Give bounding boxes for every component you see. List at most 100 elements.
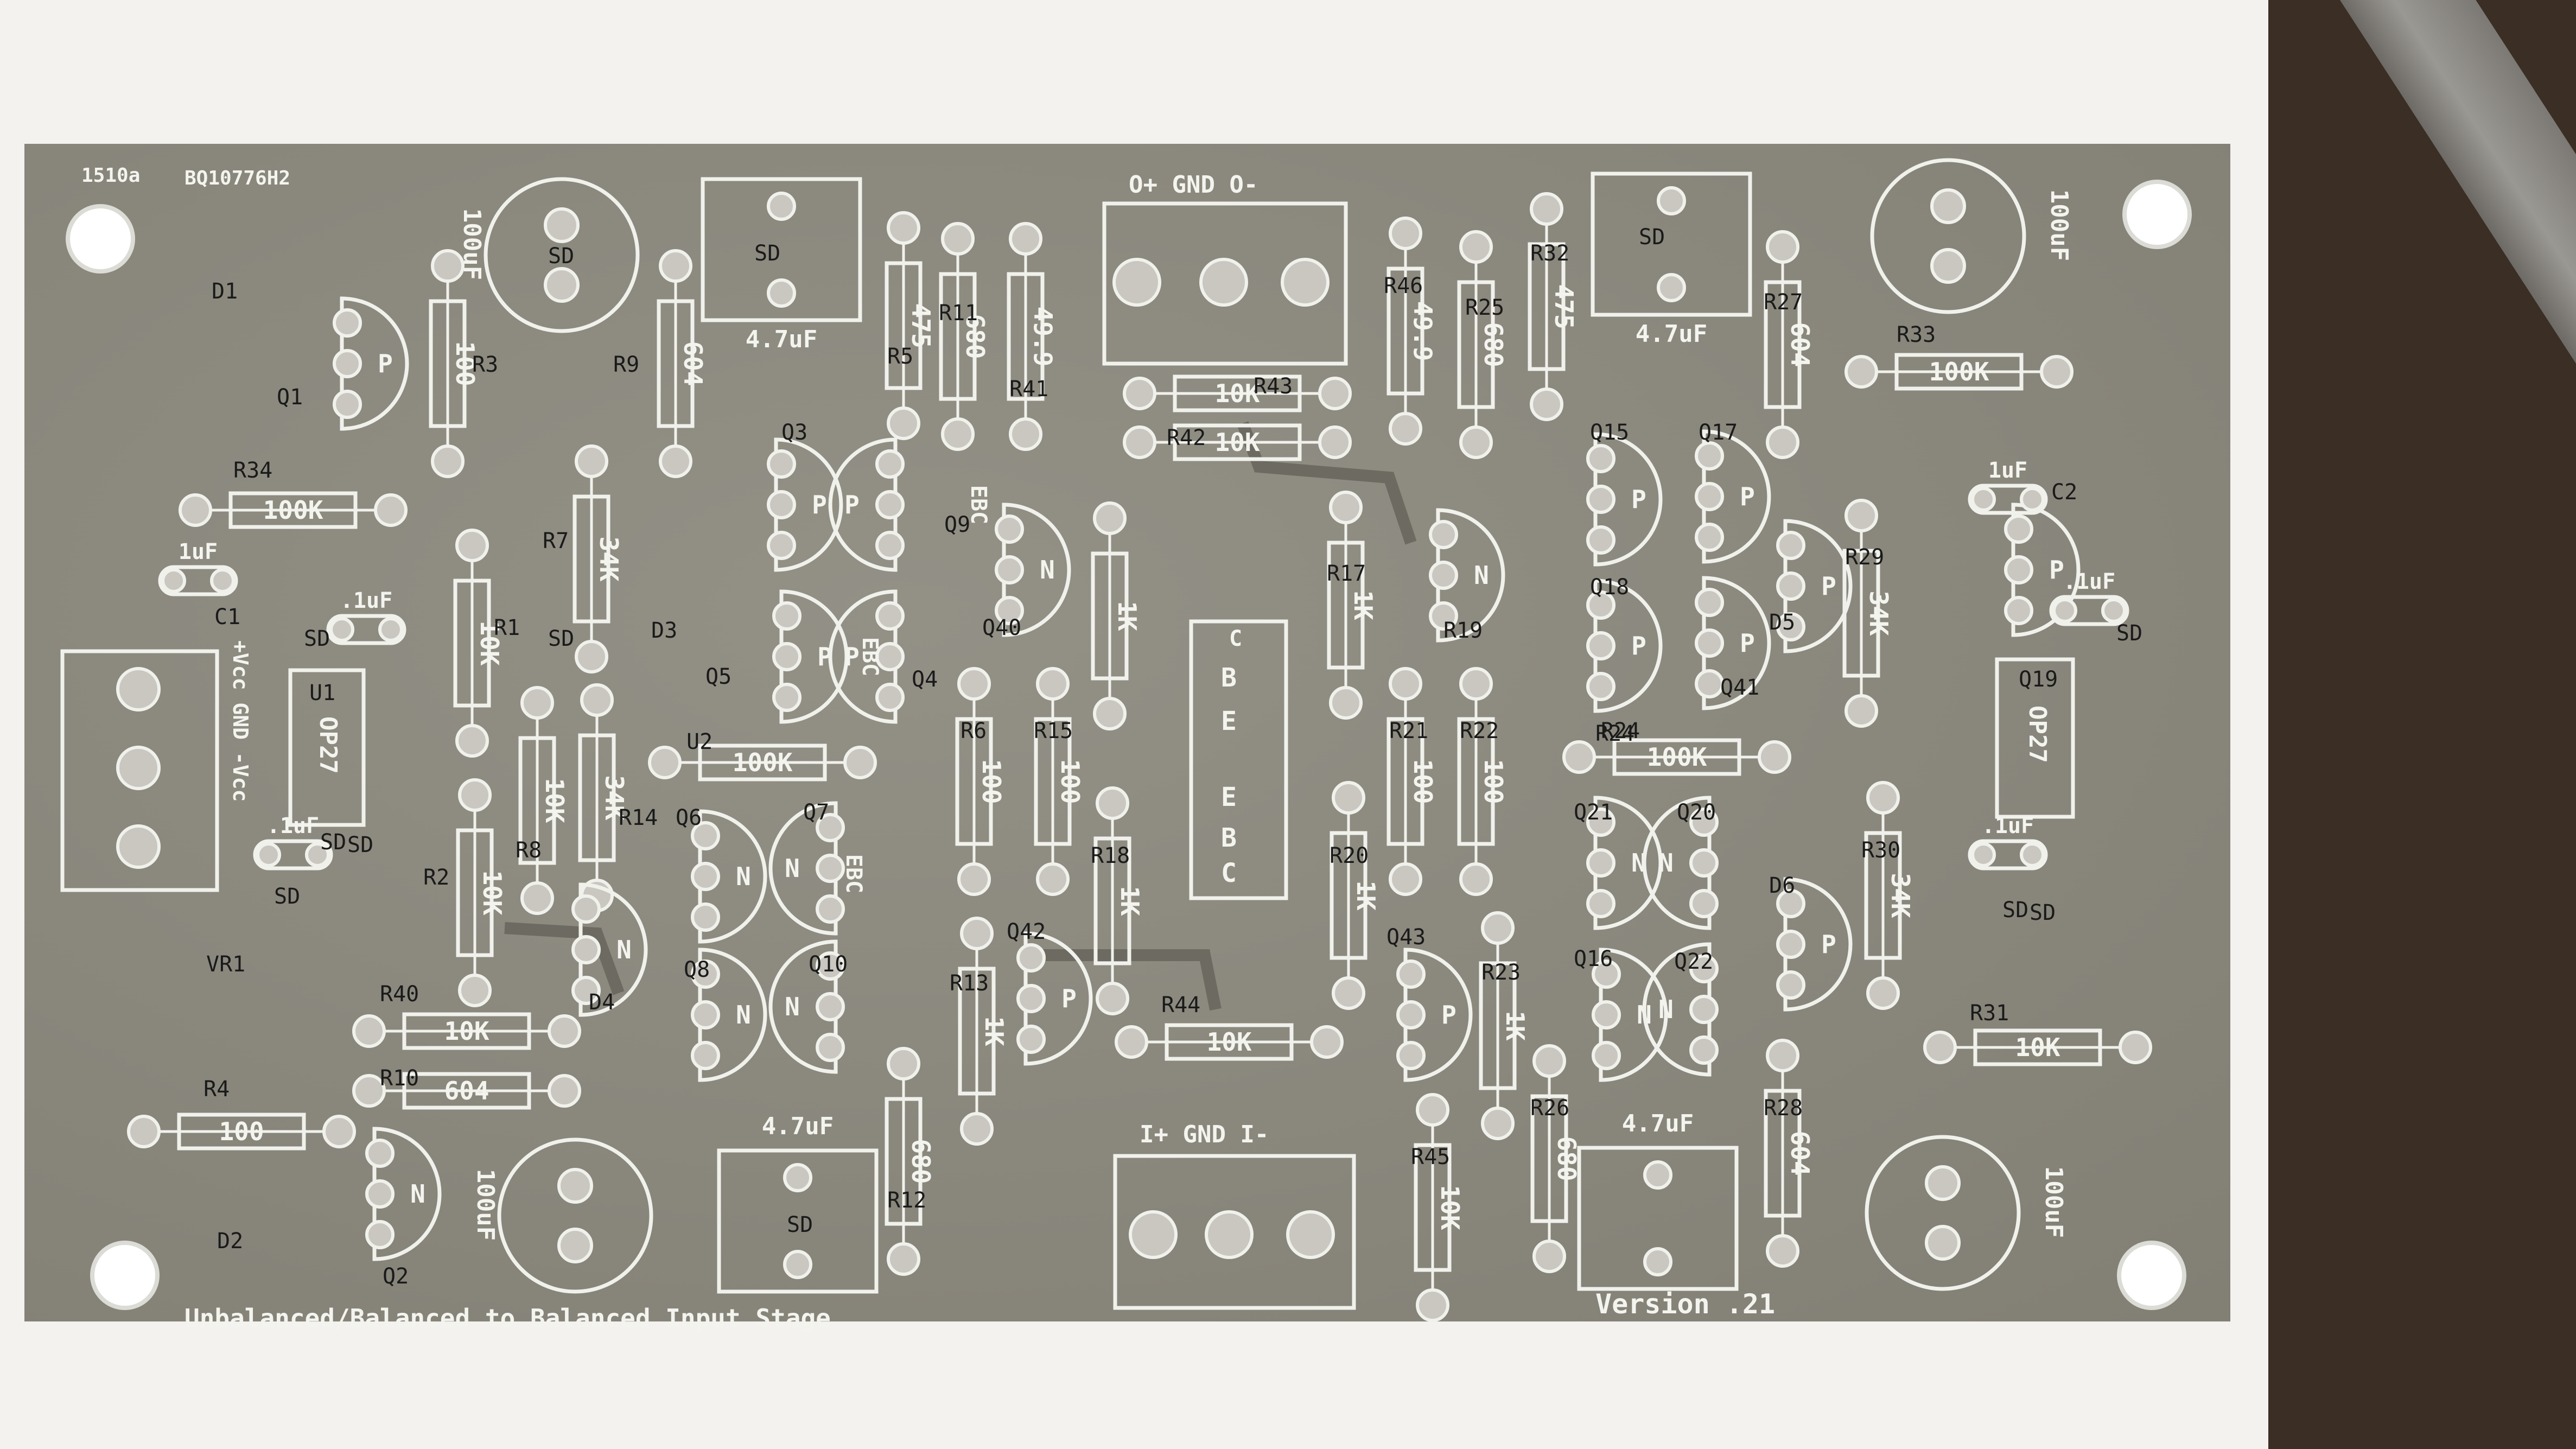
resistor-body: [1386, 266, 1424, 396]
transistor: EBC: [841, 854, 866, 893]
handwritten-label: R32: [1530, 241, 1569, 266]
board-version-text: Version .21: [1595, 1288, 1775, 1320]
resistor-value: 10K: [475, 620, 504, 665]
handwritten-label: Q3: [781, 420, 807, 445]
handwritten-label: Q5: [705, 664, 732, 689]
capacitor: 100uF: [458, 177, 640, 333]
u2-ic-outline: [1995, 657, 2075, 819]
u1-label: OP27: [314, 716, 342, 774]
resistor-value: 34K: [1864, 590, 1893, 635]
transistor-pad: [1695, 523, 1724, 552]
resistor: 475: [1528, 192, 1579, 421]
transistor-outline: [1023, 931, 1093, 1066]
handwritten-label: R24: [1595, 721, 1634, 746]
resistor: 34K: [1842, 499, 1893, 728]
transistor: N: [1642, 942, 1719, 1077]
resistor-value: 100K: [1647, 742, 1707, 772]
transistor: P: [1695, 429, 1771, 564]
resistor-value: 680: [906, 1139, 936, 1184]
handwritten-label: D1: [212, 279, 238, 304]
resistor: 10K: [1414, 1093, 1465, 1322]
transistor-pad: [365, 1220, 395, 1249]
resistor-pad: [843, 746, 877, 779]
resistor-pad: [575, 444, 608, 478]
transistor-pad: [875, 490, 905, 519]
transistor: EBC: [966, 485, 991, 524]
resistor-pad: [1389, 667, 1422, 701]
copper-trace: [504, 922, 625, 995]
transistor-pad: [571, 976, 601, 1005]
resistor-pad: [1481, 911, 1515, 945]
resistor-body: [1330, 831, 1367, 960]
resistor-pad: [1332, 976, 1365, 1010]
capacitor-pad: [329, 617, 354, 642]
transistor: P: [1586, 432, 1663, 567]
resistor: 100K: [179, 491, 408, 529]
resistor-body: [1414, 1143, 1452, 1272]
resistor: 100: [1034, 667, 1085, 896]
transistor-pad: [333, 308, 362, 338]
connector-pad: [1286, 1210, 1335, 1259]
resistor-pad: [1389, 217, 1422, 250]
transistor-type: N: [736, 1000, 751, 1029]
resistor-body: [1764, 280, 1802, 409]
transistor-type: P: [812, 490, 827, 519]
capacitor-value: 100uF: [2040, 1166, 2068, 1238]
resistor: 100K: [1844, 353, 2073, 391]
resistor: 1K: [1093, 786, 1144, 1015]
transistor-pad: [1586, 631, 1615, 660]
transistor: P: [772, 589, 849, 724]
transistor-pad: [816, 992, 845, 1021]
transistor-pad: [1396, 959, 1426, 989]
transistor-pad: [1695, 441, 1724, 471]
capacitor: 1uF: [158, 539, 238, 596]
handwritten-label: Q8: [684, 957, 710, 982]
resistor-body: [885, 1097, 923, 1226]
handwritten-label: C1: [214, 605, 240, 630]
resistor-pad: [1481, 1107, 1515, 1140]
transistor-outline: [1593, 579, 1663, 713]
capacitor-outline: [1870, 158, 2026, 314]
resistor-body: [453, 579, 491, 708]
copper-trace: [1237, 421, 1417, 545]
handwritten-label: R24: [1601, 719, 1640, 743]
resistor-value: 604: [678, 341, 708, 386]
capacitor: .1uF: [2049, 569, 2129, 626]
resistor-value: 10K: [1214, 379, 1260, 408]
resistor: 100K: [1562, 738, 1791, 776]
resistor-value: 100K: [263, 495, 323, 525]
capacitor: 4.7uF: [1577, 1110, 1739, 1291]
capacitor-pad: [1643, 1247, 1672, 1276]
transistor-outline: [768, 801, 838, 936]
resistor-value: 100: [1479, 759, 1508, 804]
resistor-pad: [1310, 1025, 1344, 1059]
transistor-pad: [1689, 808, 1719, 837]
resistor-pad: [1459, 425, 1493, 459]
resistor-pad: [659, 444, 692, 478]
resistor-pad: [575, 640, 608, 673]
resistor-body: [1457, 717, 1495, 846]
transistor-pad: [1016, 1025, 1046, 1054]
resistor: 604: [1764, 1039, 1815, 1268]
resistor-pad: [580, 683, 614, 717]
output-connector-label: O+ GND O-: [1129, 171, 1258, 199]
transistor-pad: [1695, 669, 1724, 698]
handwritten-label: R40: [380, 982, 419, 1007]
resistor: 49.9: [1386, 217, 1438, 446]
handwritten-label: D5: [1769, 610, 1795, 635]
handwritten-label: R45: [1411, 1145, 1450, 1170]
transistor-pad: [1429, 520, 1458, 549]
resistor-pad: [887, 406, 920, 440]
transistor-pad: [365, 1179, 395, 1209]
handwritten-label: U2: [686, 729, 713, 754]
capacitor-pad: [2020, 487, 2045, 512]
resistor-pad: [1416, 1093, 1449, 1127]
resistor-pad: [957, 667, 991, 701]
transistor-pad: [1695, 628, 1724, 658]
resistor-pad: [1530, 387, 1563, 421]
transistor-type: N: [1040, 555, 1055, 584]
resistor: 680: [885, 1047, 936, 1276]
resistor-pad: [1532, 1240, 1566, 1273]
transistor-pad: [333, 349, 362, 378]
